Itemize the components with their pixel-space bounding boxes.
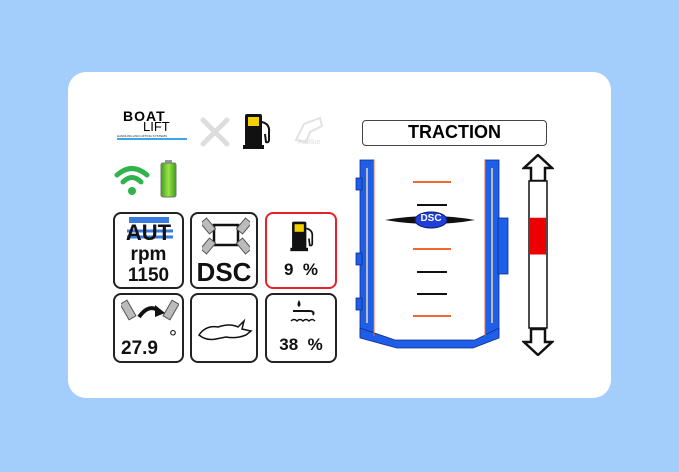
steering-mode-tile[interactable]: DSC <box>190 212 258 289</box>
steering-angle-tile[interactable]: 27.9 ° <box>113 293 184 363</box>
adblue-icon: AdBlue <box>290 114 326 150</box>
indicator-fill <box>530 217 546 255</box>
boatlift-frame-diagram <box>355 159 509 349</box>
logo-tagline: HANDLING AND LIFTING SYSTEMS <box>117 134 168 138</box>
wifi-icon <box>114 166 150 195</box>
battery-icon <box>160 160 177 198</box>
dsc-badge: DSC <box>420 213 442 224</box>
logo-text-2: LIFT <box>143 119 170 134</box>
engine-mode: AUT <box>125 220 172 245</box>
wrench-icon <box>200 117 230 147</box>
fuel-icon <box>243 114 271 149</box>
steering-wheels-icon <box>202 217 250 255</box>
steering-mode-label: DSC <box>196 257 252 287</box>
speed-mode-tile[interactable] <box>190 293 258 363</box>
engine-icon <box>127 217 173 239</box>
up-arrow-icon <box>522 154 554 183</box>
angle-value: 27.9 <box>121 338 158 359</box>
angle-unit: ° <box>169 327 177 349</box>
down-arrow-icon <box>522 327 554 356</box>
fuel-level-tile[interactable]: 9 % <box>265 212 337 289</box>
coolant-unit: % <box>307 335 323 354</box>
fuel-readout: 9 % <box>267 260 335 280</box>
coolant-value: 38 <box>279 335 299 354</box>
rabbit-icon <box>197 318 253 341</box>
coolant-level-tile[interactable]: 38 % <box>265 293 337 363</box>
logo-text: BOAT <box>123 108 166 124</box>
rpm-unit: rpm <box>130 244 167 265</box>
wheel-turn-icon <box>121 299 179 321</box>
adblue-label: AdBlue <box>298 139 321 146</box>
fuel-icon <box>290 221 314 252</box>
engine-rpm-tile[interactable]: AUT rpm 1150 <box>113 212 184 289</box>
coolant-icon <box>290 300 316 323</box>
boatlift-logo: BOAT LIFT HANDLING AND LIFTING SYSTEMS <box>117 108 191 140</box>
rpm-value: 1150 <box>127 265 170 286</box>
traction-title: TRACTION <box>362 120 547 146</box>
fuel-value: 9 <box>283 260 294 279</box>
coolant-readout: 38 % <box>267 335 335 355</box>
fuel-unit: % <box>302 260 319 279</box>
lift-height-indicator[interactable] <box>522 154 554 356</box>
